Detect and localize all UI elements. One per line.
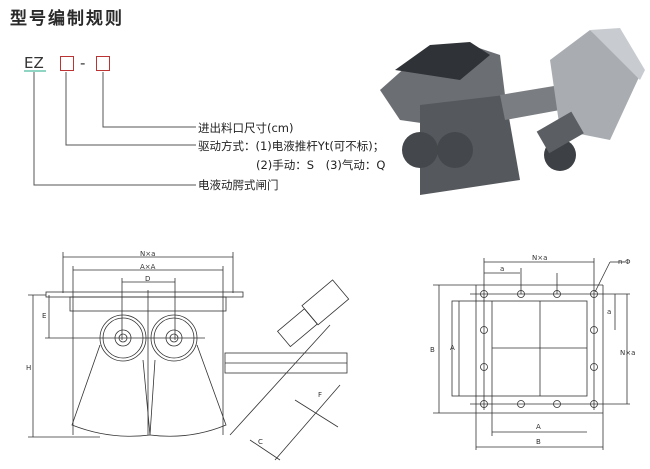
legend-drive: 驱动方式：(1)电液推杆Yt(可不标)； bbox=[198, 139, 385, 153]
dim-d: D bbox=[145, 275, 150, 283]
dim-a-x-a: A×A bbox=[140, 263, 156, 271]
model-prefix: EZ bbox=[24, 54, 44, 72]
dim-f: F bbox=[318, 391, 322, 399]
dim-c: C bbox=[258, 438, 263, 446]
leader-lines bbox=[33, 72, 196, 186]
dim-a-top: a bbox=[500, 265, 504, 273]
dim-n-x-a-right: N×a bbox=[620, 349, 635, 357]
legend-type: 电液动腭式闸门 bbox=[198, 178, 279, 192]
code-box-drive bbox=[60, 56, 74, 71]
flange-view-drawing bbox=[433, 258, 630, 450]
dim-b-left: B bbox=[430, 346, 435, 354]
model-separator: - bbox=[80, 54, 86, 72]
dim-a-bottom: A bbox=[536, 423, 541, 431]
flange-view-labels: N×a a n-Φ a N×a B A A B bbox=[430, 254, 635, 446]
dim-b-bottom: B bbox=[536, 438, 541, 446]
dim-n-phi: n-Φ bbox=[618, 258, 631, 266]
page-title: 型号编制规则 bbox=[10, 9, 124, 29]
dim-a-right: a bbox=[607, 308, 611, 316]
side-view-drawing bbox=[28, 252, 350, 461]
dim-n-x-a-top: N×a bbox=[532, 254, 547, 262]
dim-e: E bbox=[42, 312, 46, 320]
side-view-labels: N×a A×A D E H F C bbox=[26, 250, 322, 446]
bolt-holes bbox=[480, 290, 598, 408]
code-box-size bbox=[96, 56, 110, 71]
legend-size: 进出料口尺寸(cm) bbox=[198, 121, 294, 135]
legend-drive-options: (2)手动：S (3)气动：Q bbox=[256, 158, 386, 172]
dim-h: H bbox=[26, 364, 31, 372]
dim-n-x-a: N×a bbox=[140, 250, 155, 258]
dim-a-left: A bbox=[450, 344, 455, 352]
product-photo bbox=[380, 28, 645, 195]
